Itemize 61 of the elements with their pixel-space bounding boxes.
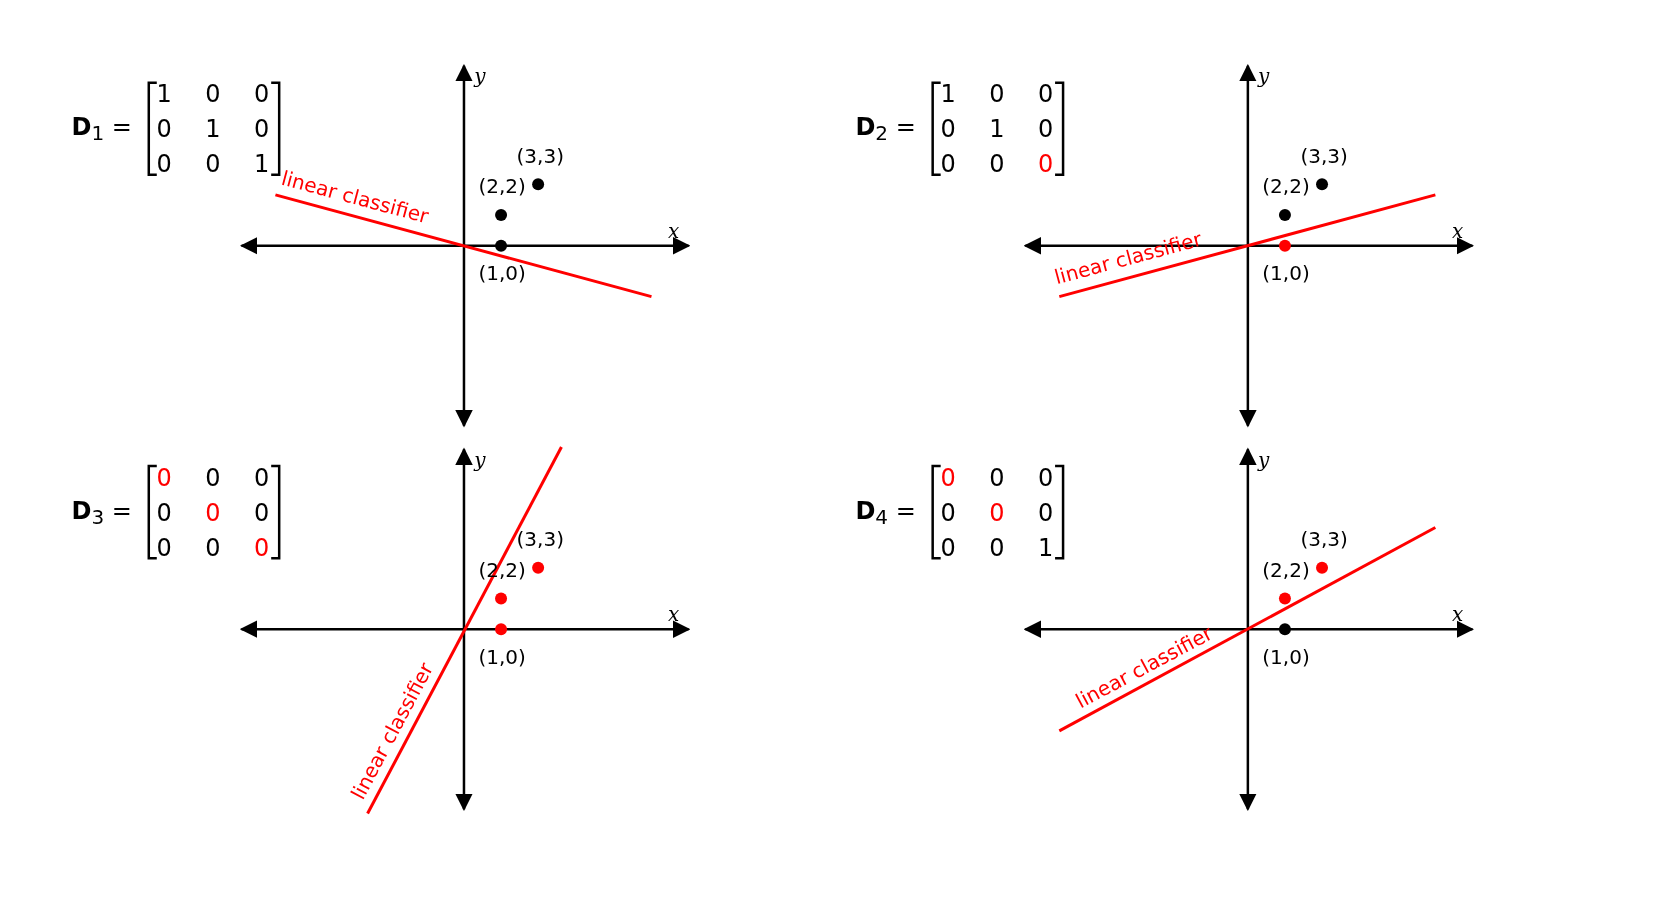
matrix-entry: 0 <box>940 465 956 490</box>
matrix-entry: 0 <box>205 152 221 177</box>
matrix-entry: 0 <box>989 500 1005 525</box>
point-label: (1,0) <box>1262 646 1310 667</box>
matrix-entry: 0 <box>940 535 956 560</box>
matrix-name: D$_{4}$ = <box>855 498 916 528</box>
axis-label: x <box>668 604 680 625</box>
matrix-entry: 0 <box>1037 82 1054 107</box>
axis-label: y <box>1258 449 1270 470</box>
matrix-entry: 0 <box>156 535 172 560</box>
matrix-entry: 0 <box>205 500 221 525</box>
matrix-entry: 0 <box>940 152 956 177</box>
matrix-name: D$_{3}$ = <box>71 498 132 528</box>
matrix-name: D$_{2}$ = <box>855 114 916 144</box>
matrix-entry: 0 <box>205 82 221 107</box>
axis-label: y <box>474 66 486 87</box>
matrix-entry: 1 <box>254 152 270 177</box>
matrix-entry: 0 <box>254 117 270 142</box>
classifier-label: linear classifier <box>279 167 431 227</box>
matrix-entry: 0 <box>1037 117 1054 142</box>
matrix-entry: 1 <box>205 117 221 142</box>
point-label: (3,3) <box>516 145 564 166</box>
matrix-entry: 0 <box>989 82 1005 107</box>
point-label: (1,0) <box>478 263 526 284</box>
matrix-entry: 1 <box>940 82 956 107</box>
matrix-entry: 0 <box>989 152 1005 177</box>
axis-label: x <box>1451 604 1464 625</box>
axis-label: x <box>1451 220 1464 241</box>
matrix-entry: 0 <box>156 152 172 177</box>
point-label: (1,0) <box>478 646 526 667</box>
matrix-entry: 0 <box>254 535 270 560</box>
matrix-entry: 0 <box>940 117 956 142</box>
matrix-entry: 0 <box>1037 465 1054 490</box>
point-label: (3,3) <box>516 529 564 550</box>
point-label: (3,3) <box>1300 145 1348 166</box>
point-label: (2,2) <box>478 176 526 197</box>
matrix-entry: 0 <box>989 465 1005 490</box>
point-label: (1,0) <box>1262 263 1310 284</box>
matrix-entry: 0 <box>940 500 956 525</box>
matrix-entry: 0 <box>205 535 221 560</box>
matrix-entry: 0 <box>254 82 270 107</box>
matrix-name: D$_{1}$ = <box>71 114 132 144</box>
matrix-entry: 0 <box>254 465 270 490</box>
axis-label: y <box>1258 66 1270 87</box>
point-label: (2,2) <box>1262 559 1310 580</box>
point-label: (2,2) <box>1262 176 1310 197</box>
matrix-entry: 0 <box>156 465 172 490</box>
matrix-entry: 1 <box>1037 535 1054 560</box>
matrix-entry: 0 <box>205 465 221 490</box>
matrix-entry: 0 <box>989 535 1005 560</box>
matrix-entry: 0 <box>1037 500 1054 525</box>
matrix-entry: 0 <box>254 500 270 525</box>
matrix-entry: 1 <box>156 82 172 107</box>
classifier-label: linear classifier <box>1052 229 1204 288</box>
matrix-entry: 0 <box>1037 152 1054 177</box>
point-label: (3,3) <box>1300 529 1348 550</box>
axis-label: y <box>474 449 486 470</box>
matrix-entry: 0 <box>156 500 172 525</box>
axis-label: x <box>668 220 680 241</box>
matrix-entry: 1 <box>989 117 1005 142</box>
matrix-entry: 0 <box>156 117 172 142</box>
